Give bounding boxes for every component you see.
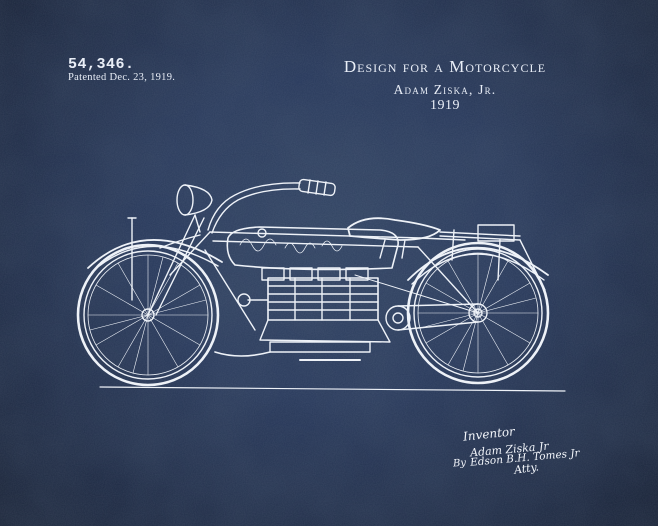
headlamp: [176, 184, 213, 233]
patent-number: 54,346.: [68, 56, 135, 73]
saddle: [347, 217, 441, 259]
engine: [237, 267, 411, 353]
patent-year: 1919: [430, 98, 460, 113]
signature-by-label: By: [452, 457, 467, 470]
inventor-name: Adam Ziska, Jr.: [393, 82, 497, 97]
patent-date: Patented Dec. 23, 1919.: [68, 72, 176, 83]
rear-wheel: [406, 241, 550, 385]
front-wheel: [76, 243, 220, 387]
fuel-tank: [226, 226, 399, 271]
poster-title: Design for a Motorcycle: [343, 57, 547, 76]
